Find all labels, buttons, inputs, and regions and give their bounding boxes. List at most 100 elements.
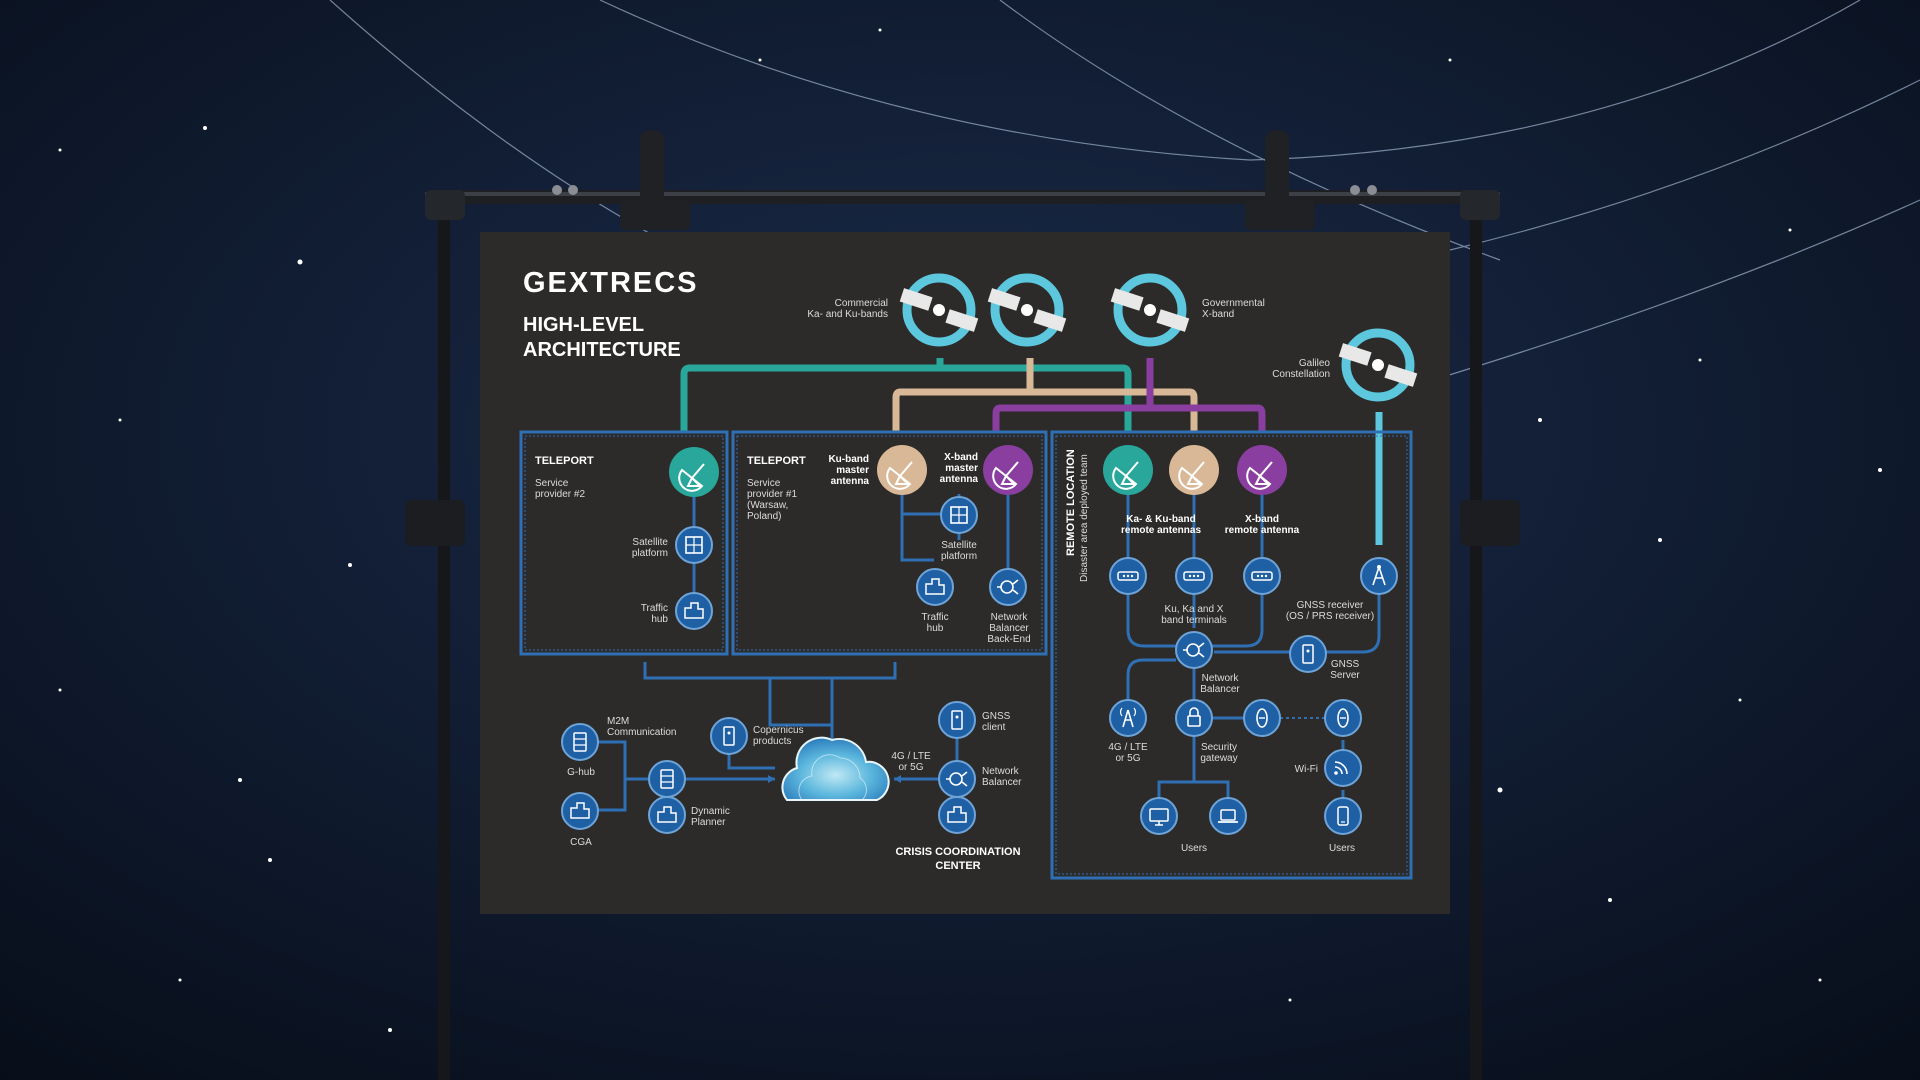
- security-gateway-label: gateway: [1200, 753, 1237, 764]
- gnss-server-label: Server: [1330, 670, 1360, 681]
- x-band-remote-antenna-label: X-band: [1245, 514, 1279, 525]
- satellite-platform-label: platform: [632, 548, 668, 559]
- teleport-2-box: [519, 430, 729, 656]
- ka-ku-remote-antenna-icon: [1169, 445, 1219, 495]
- band-terminal-icon: [1243, 557, 1281, 595]
- band-terminal-icon: [1175, 557, 1213, 595]
- g-hub-label: G-hub: [567, 767, 595, 778]
- satellite-icon: [987, 273, 1067, 347]
- teleport-1-title: TELEPORT: [747, 455, 806, 467]
- g-hub-icon: [561, 723, 599, 761]
- teleports-to-cloud-link: [643, 662, 897, 740]
- network-balancer-label: Back-End: [987, 634, 1030, 645]
- router-icon: [1243, 699, 1281, 737]
- teleport-1-subtitle: Service: [747, 478, 781, 489]
- copernicus-label: products: [753, 736, 791, 747]
- lte-5g-label: 4G / LTE: [1108, 742, 1148, 753]
- cloud-icon: [781, 736, 890, 801]
- diagram-title-line1: HIGH-LEVEL: [523, 314, 644, 336]
- x-band-antenna-label: X-band: [944, 452, 978, 463]
- traffic-hub-icon: [675, 592, 713, 630]
- wifi-icon: [1324, 749, 1362, 787]
- governmental-satellite-label: Governmental: [1202, 298, 1265, 309]
- network-balancer-label: Balancer: [1200, 684, 1240, 695]
- network-balancer-icon: [1175, 631, 1213, 669]
- network-balancer-icon: [989, 568, 1027, 606]
- m2m-label: M2M: [607, 716, 629, 727]
- ku-band-antenna-label: Ku-band: [828, 454, 869, 465]
- network-balancer-label: Network: [982, 766, 1020, 777]
- traffic-hub-label: Traffic: [921, 612, 948, 623]
- teleport-1-subtitle: provider #1: [747, 489, 797, 500]
- commercial-satellites-label: Commercial: [835, 298, 888, 309]
- galileo-label: Constellation: [1272, 369, 1330, 380]
- router-icon: [1324, 699, 1362, 737]
- lte-5g-label: or 5G: [1115, 753, 1140, 764]
- traffic-hub-label: hub: [927, 623, 944, 634]
- ku-band-antenna-icon: [877, 445, 927, 495]
- governmental-satellite-label: X-band: [1202, 309, 1234, 320]
- traffic-hub-label: hub: [651, 614, 668, 625]
- traffic-hub-icon: [916, 568, 954, 606]
- satellite-icon: [1338, 328, 1418, 402]
- copernicus-label: Copernicus: [753, 725, 804, 736]
- band-terminal-icon: [1109, 557, 1147, 595]
- users-label: Users: [1181, 843, 1207, 854]
- traffic-hub-label: Traffic: [641, 603, 668, 614]
- m2m-label: Communication: [607, 727, 676, 738]
- cga-icon: [561, 792, 599, 830]
- gnss-receiver-icon: [1360, 557, 1398, 595]
- satellite-platform-label: platform: [941, 551, 977, 562]
- teleport-1-box: [731, 430, 1048, 656]
- cga-label: CGA: [570, 837, 592, 848]
- satellite-platform-icon: [940, 496, 978, 534]
- band-terminals-label: Ku, Ka and X: [1165, 604, 1224, 615]
- network-balancer-icon: [938, 760, 976, 798]
- lte-5g-label: 4G / LTE: [891, 751, 931, 762]
- laptop-icon: [1209, 797, 1247, 835]
- users-label: Users: [1329, 843, 1355, 854]
- dish-antenna-icon: [669, 447, 719, 497]
- security-gateway-label: Security: [1201, 742, 1237, 753]
- galileo-label: Galileo: [1299, 358, 1331, 369]
- remote-location-subtitle: Disaster area deployed team: [1079, 454, 1090, 582]
- gnss-receiver-label: GNSS receiver: [1297, 600, 1364, 611]
- ku-band-antenna-label: antenna: [831, 476, 870, 487]
- teleport-2-subtitle: Service: [535, 478, 569, 489]
- teleport-1-subtitle: (Warsaw,: [747, 500, 788, 511]
- dynamic-planner-label: Dynamic: [691, 806, 730, 817]
- satellite-icon: [1110, 273, 1190, 347]
- commercial-satellites-label: Ka- and Ku-bands: [807, 309, 888, 320]
- server-icon: [648, 760, 686, 798]
- network-balancer-label: Network: [991, 612, 1029, 623]
- teleport-1-subtitle: Poland): [747, 511, 781, 522]
- gnss-server-label: GNSS: [1331, 659, 1360, 670]
- band-terminals-label: band terminals: [1161, 615, 1227, 626]
- x-band-antenna-label: antenna: [940, 474, 979, 485]
- security-gateway-icon: [1175, 699, 1213, 737]
- ku-band-antenna-label: master: [836, 465, 869, 476]
- x-band-remote-antenna-icon: [1237, 445, 1287, 495]
- ka-ku-remote-antenna-icon: [1103, 445, 1153, 495]
- remote-location-box: [1050, 430, 1413, 880]
- poster-stand: [405, 130, 1520, 1080]
- logo: GEXTRECS: [523, 267, 699, 299]
- satellite-platform-label: Satellite: [941, 540, 977, 551]
- remote-links: [1126, 495, 1381, 802]
- copernicus-products-icon: [710, 717, 748, 755]
- x-band-antenna-icon: [983, 445, 1033, 495]
- stars: [58, 28, 1882, 1032]
- gnss-client-label: client: [982, 722, 1006, 733]
- ka-ku-remote-antennas-label: remote antennas: [1121, 525, 1201, 536]
- satellite-platform-icon: [675, 526, 713, 564]
- wifi-label: Wi-Fi: [1295, 764, 1318, 775]
- teleport-2-title: TELEPORT: [535, 455, 594, 467]
- diagram-title-line2: ARCHITECTURE: [523, 339, 681, 361]
- x-band-remote-antenna-label: remote antenna: [1225, 525, 1300, 536]
- crisis-center-title: CENTER: [935, 860, 980, 872]
- network-balancer-label: Balancer: [989, 623, 1029, 634]
- gnss-server-icon: [1289, 635, 1327, 673]
- gnss-client-label: GNSS: [982, 711, 1011, 722]
- network-balancer-label: Network: [1202, 673, 1240, 684]
